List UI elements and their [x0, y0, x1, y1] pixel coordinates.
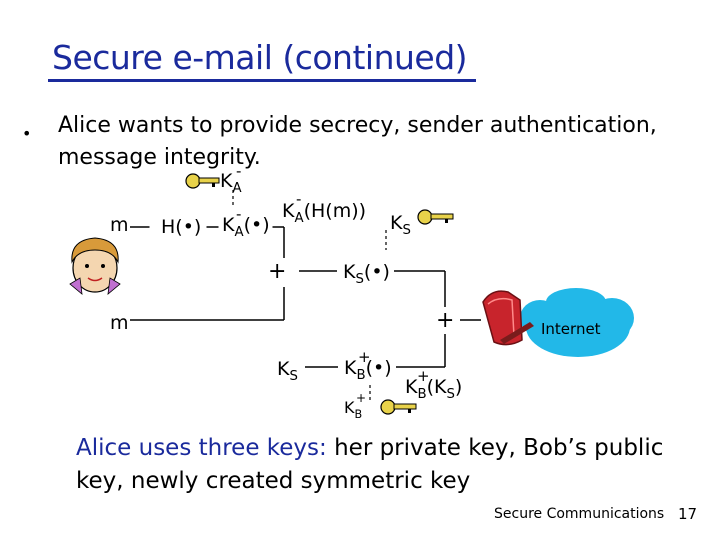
summary-text: Alice uses three keys: her private key, … — [76, 432, 686, 498]
ks-lower-label: KS — [277, 358, 298, 384]
hash-function-label: H(•) — [161, 216, 201, 238]
private-key-icon — [186, 174, 219, 188]
private-key-minus: - — [236, 162, 241, 180]
symmetric-encrypt-label: KS(•) — [343, 261, 390, 287]
m-lower-label: m — [110, 312, 129, 334]
alice-avatar — [70, 238, 120, 294]
signed-hash-minus: - — [296, 190, 301, 208]
sign-box-minus: - — [236, 205, 241, 223]
signed-hash-label: KA(H(m)) — [282, 200, 366, 226]
sign-function-label: KA(•) — [222, 214, 270, 240]
public-key-plus: + — [356, 391, 366, 405]
public-result-label: KB(KS) — [405, 376, 462, 402]
session-key-label: KS — [390, 212, 411, 238]
plus-circle-2: + — [436, 308, 454, 333]
public-encrypt-plus: + — [358, 348, 371, 366]
session-key-icon — [418, 210, 453, 224]
page-number: 17 — [678, 505, 697, 523]
public-result-plus: + — [417, 367, 430, 385]
footer-label: Secure Communications — [494, 506, 664, 522]
public-key-icon — [381, 400, 416, 414]
internet-label: Internet — [541, 320, 601, 338]
m-input-label: m — [110, 214, 129, 236]
plus-circle-1: + — [268, 259, 286, 284]
